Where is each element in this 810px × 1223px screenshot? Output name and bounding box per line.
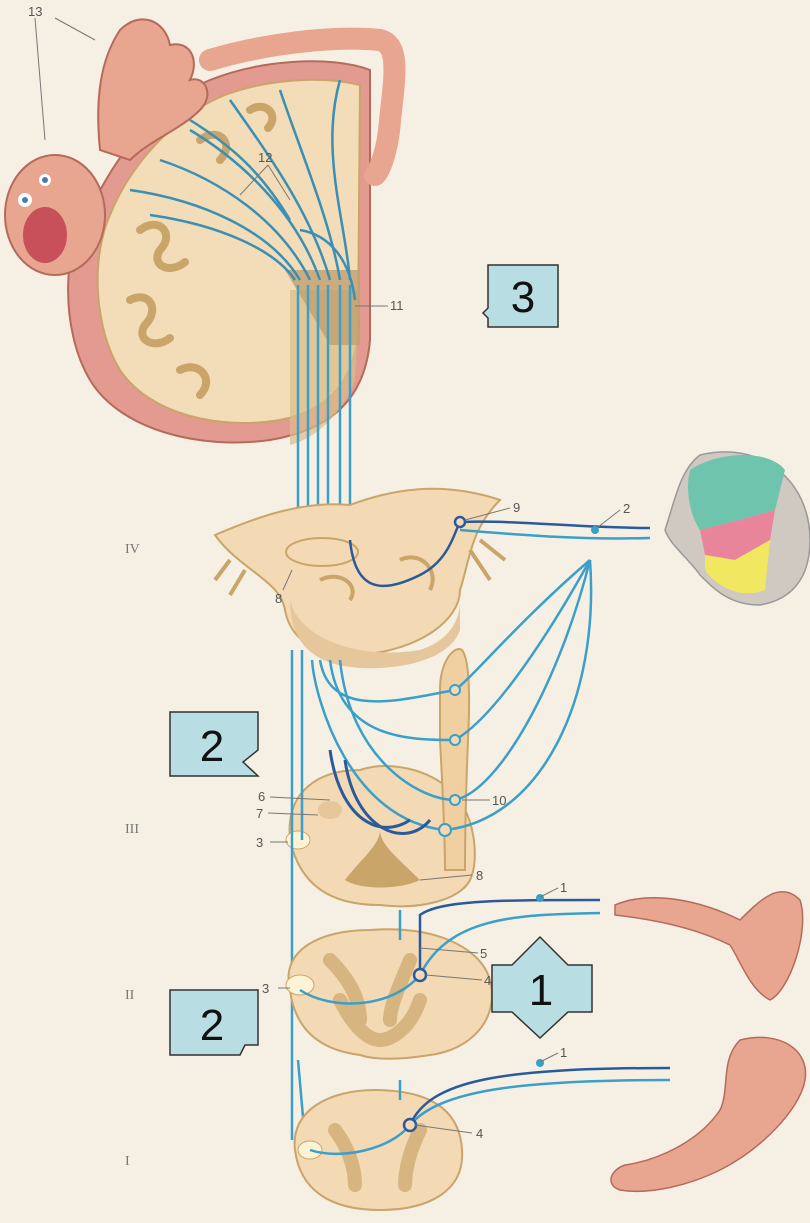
nucleus-node	[450, 735, 460, 745]
label-8-lower: 8	[476, 868, 483, 883]
label-1-lower: 1	[560, 1045, 567, 1060]
label-3-lower: 3	[262, 981, 269, 996]
callout-box-2-top: 2	[170, 712, 258, 776]
label-4-upper: 4	[484, 973, 491, 988]
section-level-i	[295, 1090, 463, 1210]
face-dermatomes	[665, 452, 810, 605]
label-1-upper: 1	[560, 880, 567, 895]
level-i-label: I	[125, 1154, 130, 1169]
callout-box-1: 1	[492, 937, 592, 1038]
label-13: 13	[28, 4, 42, 19]
label-6: 6	[258, 789, 265, 804]
label-9: 9	[513, 500, 520, 515]
arm-illustration	[615, 892, 803, 1000]
callout-3-text: 3	[511, 273, 535, 322]
nucleus-node	[439, 824, 451, 836]
callout-1-text: 1	[529, 966, 553, 1015]
homunculus-face	[5, 155, 105, 275]
section-level-iv	[215, 489, 505, 668]
callout-2-top-text: 2	[200, 722, 224, 771]
label-8-upper: 8	[275, 591, 282, 606]
label-5: 5	[480, 946, 487, 961]
descending-tract-lower	[292, 650, 305, 1140]
nucleus-node	[450, 795, 460, 805]
section-level-ii	[286, 929, 492, 1059]
callout-box-2-bottom: 2	[170, 990, 258, 1055]
label-3-upper: 3	[256, 835, 263, 850]
level-iv-label: IV	[125, 542, 140, 557]
level-iii-label: III	[125, 822, 139, 837]
label-10: 10	[492, 793, 506, 808]
level-ii-label: II	[125, 988, 135, 1003]
callout-box-3: 3	[483, 265, 558, 327]
nucleus-node	[450, 685, 460, 695]
label-2: 2	[623, 501, 630, 516]
label-4-lower: 4	[476, 1126, 483, 1141]
leg-illustration	[611, 1037, 806, 1191]
label-12: 12	[258, 150, 272, 165]
label-11: 11	[390, 298, 404, 313]
callout-2-bottom-text: 2	[200, 1001, 224, 1050]
label-7: 7	[256, 806, 263, 821]
